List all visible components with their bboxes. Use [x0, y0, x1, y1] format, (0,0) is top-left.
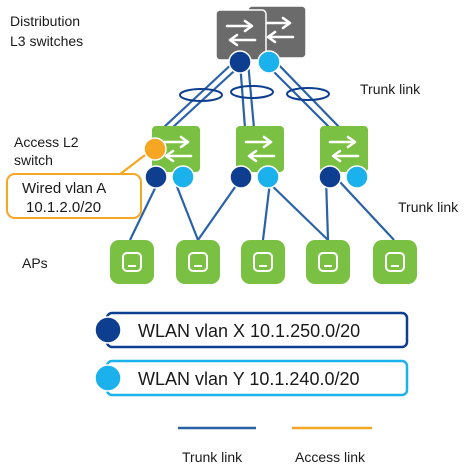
- access-point-4: [305, 239, 351, 285]
- dist-port-dark-blue: [228, 50, 252, 74]
- access-switch-2: [236, 126, 284, 172]
- trunk-link-label-mid: Trunk link: [398, 199, 459, 215]
- access-point-2: [175, 239, 221, 285]
- wired-vlan-line2: 10.1.2.0/20: [26, 199, 101, 216]
- access2-port-light-blue: [256, 165, 280, 189]
- access1-port-dark-blue: [144, 165, 168, 189]
- wired-vlan-callout: Wired vlan A 10.1.2.0/20: [6, 173, 142, 219]
- access3-port-dark-blue: [318, 165, 342, 189]
- access-switch-1: [152, 126, 200, 172]
- wlan-box-y: WLAN vlan Y 10.1.240.0/20: [94, 359, 409, 397]
- legend-access-label: Access link: [295, 449, 366, 465]
- access1-port-light-blue: [171, 165, 195, 189]
- access-point-5: [372, 239, 418, 285]
- distribution-label-line1: Distribution: [10, 13, 80, 29]
- aps-label: APs: [22, 255, 48, 271]
- distribution-label-line2: L3 switches: [10, 33, 83, 49]
- wlan-y-dot: [94, 364, 122, 392]
- trunk-links-lower: [129, 177, 395, 241]
- access2-port-dark-blue: [229, 165, 253, 189]
- access-label-line2: switch: [14, 152, 53, 168]
- access-switch-3: [320, 126, 368, 172]
- access3-port-light-blue: [345, 165, 369, 189]
- wired-vlan-line1: Wired vlan A: [22, 180, 106, 197]
- access-label-line1: Access L2: [14, 134, 79, 150]
- access-point-1: [109, 239, 155, 285]
- access-port-orange: [143, 137, 167, 161]
- trunk-links-upper: [162, 59, 341, 129]
- trunk-link-label-top: Trunk link: [360, 81, 421, 97]
- link-bundle-rings: [179, 85, 330, 102]
- legend: Trunk link Access link: [178, 426, 372, 465]
- wlan-box-x: WLAN vlan X 10.1.250.0/20: [94, 311, 409, 349]
- access-point-3: [240, 239, 286, 285]
- legend-trunk-label: Trunk link: [182, 449, 243, 465]
- wlan-x-dot: [94, 316, 122, 344]
- wlan-y-text: WLAN vlan Y 10.1.240.0/20: [138, 369, 359, 389]
- dist-port-light-blue: [257, 50, 281, 74]
- wlan-x-text: WLAN vlan X 10.1.250.0/20: [138, 321, 360, 341]
